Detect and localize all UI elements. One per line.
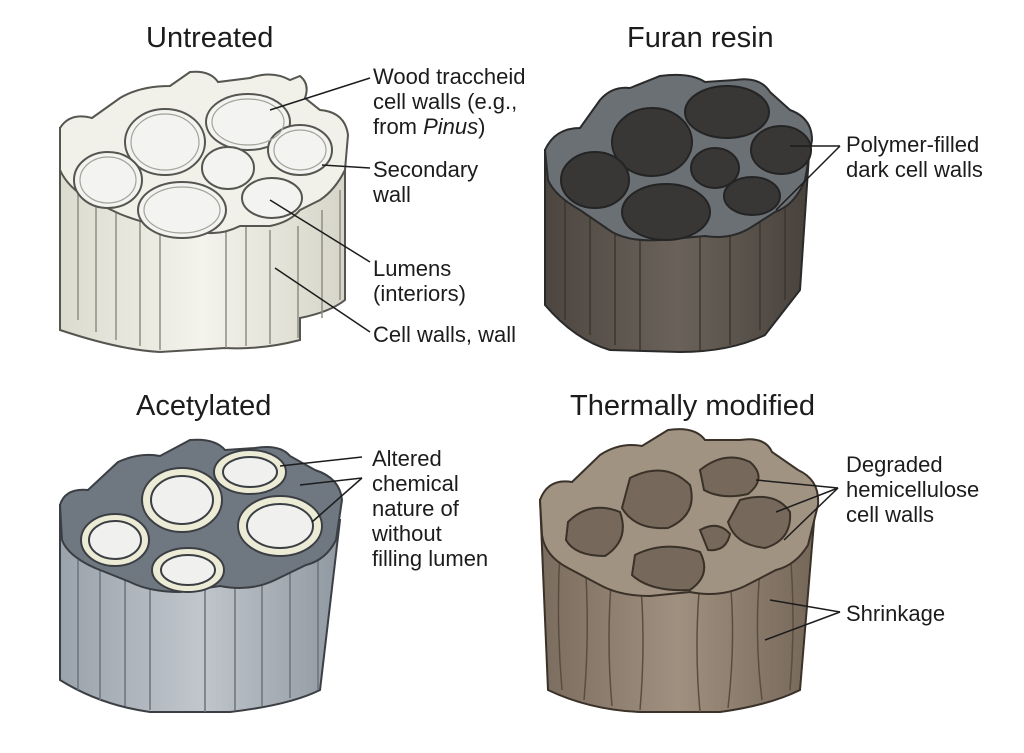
- label-line: Altered: [372, 446, 488, 471]
- acetylated-lumen: [151, 476, 213, 524]
- acetylated-lumen: [223, 457, 277, 487]
- label-degraded-hemicellulose: Degraded hemicellulose cell walls: [846, 452, 979, 527]
- furan-lumen: [685, 86, 769, 138]
- label-line: Lumens: [373, 256, 466, 281]
- label-line: nature of: [372, 496, 488, 521]
- thermal-block: [540, 429, 840, 712]
- label-line: without: [372, 521, 488, 546]
- furan-lumen: [724, 177, 780, 215]
- label-line: filling lumen: [372, 546, 488, 571]
- label-line: from Pinus): [373, 114, 525, 139]
- untreated-block: [60, 72, 370, 352]
- label-altered-chemical: Altered chemical nature of without filli…: [372, 446, 488, 571]
- acetylated-lumen: [89, 521, 141, 559]
- label-line: wall: [373, 182, 478, 207]
- label-line: cell walls (e.g.,: [373, 89, 525, 114]
- furan-block: [545, 75, 840, 352]
- label-secondary-wall: Secondary wall: [373, 157, 478, 207]
- label-line: chemical: [372, 471, 488, 496]
- label-line: dark cell walls: [846, 157, 983, 182]
- title-untreated: Untreated: [146, 24, 273, 53]
- acetylated-lumen: [161, 555, 215, 585]
- label-line: cell walls: [846, 502, 979, 527]
- acetylated-block: [60, 440, 362, 712]
- acetylated-lumen: [247, 504, 313, 548]
- label-italic-genus: Pinus: [423, 114, 478, 139]
- thermal-lumen: [700, 458, 759, 497]
- label-line: hemicellulose: [846, 477, 979, 502]
- label-polymer-filled: Polymer-filled dark cell walls: [846, 132, 983, 182]
- title-furan-resin: Furan resin: [627, 24, 774, 53]
- untreated-lumen: [268, 125, 332, 175]
- title-acetylated: Acetylated: [136, 392, 271, 421]
- label-cell-walls: Cell walls, wall: [373, 322, 516, 347]
- untreated-lumen: [242, 178, 302, 218]
- label-shrinkage: Shrinkage: [846, 601, 945, 626]
- label-lumens: Lumens (interiors): [373, 256, 466, 306]
- untreated-lumen: [74, 152, 142, 208]
- label-text: from: [373, 114, 423, 139]
- label-line: Secondary: [373, 157, 478, 182]
- furan-lumen: [622, 184, 710, 240]
- title-thermally-modified: Thermally modified: [570, 392, 815, 421]
- untreated-lumen: [138, 182, 226, 238]
- furan-lumen: [561, 152, 629, 208]
- label-line: Degraded: [846, 452, 979, 477]
- label-line: Wood traccheid: [373, 64, 525, 89]
- thermal-lumen: [622, 470, 692, 528]
- furan-lumen: [751, 126, 811, 174]
- label-line: Shrinkage: [846, 601, 945, 626]
- untreated-lumen: [202, 147, 254, 189]
- label-text: ): [478, 114, 485, 139]
- label-line: Polymer-filled: [846, 132, 983, 157]
- label-tracheid-walls: Wood traccheid cell walls (e.g., from Pi…: [373, 64, 525, 139]
- label-line: Cell walls, wall: [373, 322, 516, 347]
- label-line: (interiors): [373, 281, 466, 306]
